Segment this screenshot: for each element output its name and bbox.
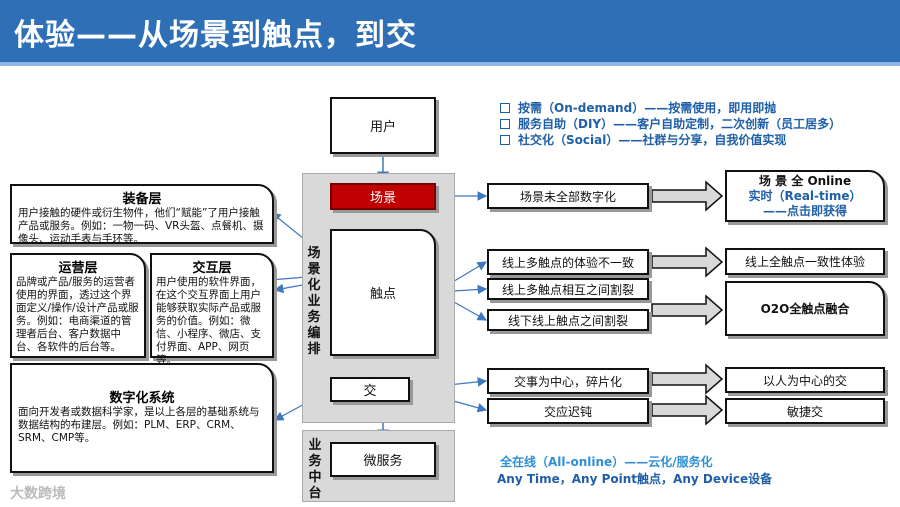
header-bar: 体验——从场景到触点，到交 bbox=[0, 0, 900, 66]
touch-box: 触点 bbox=[330, 229, 436, 356]
digital-desc: 面向开发者或数据科学家，是以上各层的基础系统与数据结构的布建层。例如：PLM、E… bbox=[18, 406, 260, 444]
equipment-title: 装备层 bbox=[122, 192, 162, 207]
bullet-social: 社交化（Social）——社群与分享，自我价值实现 bbox=[500, 132, 841, 148]
block-arrow-interact2 bbox=[651, 394, 724, 426]
interact-issue-box-1: 交事为中心，碎片化 bbox=[487, 368, 649, 394]
interact-goal-box-2: 敏捷交 bbox=[725, 398, 885, 424]
scene-goal-line1: 场 景 全 Online bbox=[758, 173, 852, 188]
header-strip bbox=[0, 62, 900, 66]
touch-issue-box-3: 线下线上触点之间割裂 bbox=[487, 309, 649, 331]
feature-bullets: 按需（On-demand）——按需使用，即用即抛 服务自助（DIY）——客户自助… bbox=[500, 100, 841, 148]
touch-goal-box-2: O2O全触点融合 bbox=[725, 281, 885, 336]
scene-label: 场景 bbox=[369, 191, 396, 206]
touch-issue-box-1: 线上多触点的体验不一致 bbox=[487, 249, 649, 275]
micro-service-box: 微服务 bbox=[330, 442, 436, 477]
touch-issue-box-2: 线上多触点相互之间割裂 bbox=[487, 278, 649, 300]
operations-desc: 品牌或产品/服务的运营者使用的界面，透过这个界面定义/操作/设计产品或服务。例如… bbox=[16, 276, 139, 353]
micro-service-label: 微服务 bbox=[363, 454, 403, 469]
interaction-desc: 用户使用的软件界面，在这个交互界面上用户能够获取实际产品或服务的价值。例如：微信… bbox=[156, 276, 261, 366]
orchestration-label: 场景化业务编排 bbox=[307, 246, 321, 357]
square-bullet-icon bbox=[500, 103, 510, 113]
block-arrow-touch1 bbox=[651, 246, 724, 278]
square-bullet-icon bbox=[500, 119, 510, 129]
touch-label: 触点 bbox=[369, 287, 396, 302]
interaction-layer-box: 交互层 用户使用的软件界面，在这个交互界面上用户能够获取实际产品或服务的价值。例… bbox=[150, 253, 274, 366]
footer-line-2: Any Time，Any Point触点，Any Device设备 bbox=[497, 472, 773, 486]
interact-goal-box-1: 以人为中心的交 bbox=[725, 367, 885, 393]
operations-title: 运营层 bbox=[58, 261, 98, 276]
interaction-title: 交互层 bbox=[192, 261, 232, 276]
equipment-layer-box: 装备层 用户接触的硬件或衍生物件，他们“赋能”了用户接触产品或服务。例如：一物一… bbox=[10, 184, 274, 245]
operations-layer-box: 运营层 品牌或产品/服务的运营者使用的界面，透过这个界面定义/操作/设计产品或服… bbox=[10, 253, 146, 358]
scene-goal-box: 场 景 全 Online 实时（Real-time） ——点击即获得 bbox=[725, 170, 885, 222]
scene-box: 场景 bbox=[330, 183, 436, 210]
footer-line-1: 全在线（All-online）——云化/服务化 bbox=[500, 455, 713, 469]
watermark-logo: 大数跨境 bbox=[10, 486, 66, 502]
block-arrow-interact1 bbox=[651, 363, 724, 395]
digital-title: 数字化系统 bbox=[109, 391, 175, 406]
user-box: 用户 bbox=[330, 97, 436, 154]
digital-system-box: 数字化系统 面向开发者或数据科学家，是以上各层的基础系统与数据结构的布建层。例如… bbox=[10, 363, 274, 473]
bullet-diy: 服务自助（DIY）——客户自助定制，二次创新（员工居多） bbox=[500, 116, 841, 132]
scene-goal-line2: 实时（Real-time） bbox=[748, 188, 862, 203]
bullet-on-demand: 按需（On-demand）——按需使用，即用即抛 bbox=[500, 100, 841, 116]
scene-issue-box: 场景未全部数字化 bbox=[487, 183, 649, 209]
user-label: 用户 bbox=[369, 120, 396, 135]
interact-box: 交 bbox=[330, 377, 410, 402]
page-title: 体验——从场景到触点，到交 bbox=[14, 18, 417, 53]
business-center-label: 业务中台 bbox=[308, 438, 322, 501]
touch-goal-box-1: 线上全触点一致性体验 bbox=[725, 248, 885, 275]
interact-issue-box-2: 交应迟钝 bbox=[487, 398, 649, 424]
interact-label: 交 bbox=[363, 384, 377, 399]
scene-goal-line3: ——点击即获得 bbox=[762, 203, 847, 218]
equipment-desc: 用户接触的硬件或衍生物件，他们“赋能”了用户接触产品或服务。例如：一物一码、VR… bbox=[18, 207, 264, 245]
square-bullet-icon bbox=[500, 135, 510, 145]
block-arrow-scene bbox=[651, 180, 724, 212]
block-arrow-touch2 bbox=[651, 294, 724, 326]
